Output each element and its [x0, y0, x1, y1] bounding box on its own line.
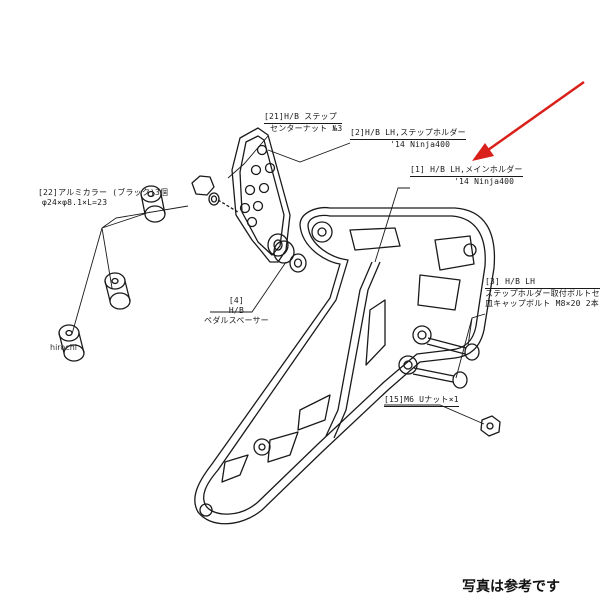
center-nut — [191, 175, 239, 213]
label-step-holder: [2]H/B LH,ステップホルダー '14 Ninja400 — [350, 128, 466, 150]
pedal-spacer — [289, 253, 307, 273]
indicator-arrow — [472, 80, 585, 161]
label-cap-bolt-set: [3] H/B LH ステップホルダー取付ボルトセット 皿キャップボルト M8×… — [485, 277, 600, 309]
label-main-holder-line2: '14 Ninja400 — [454, 177, 515, 186]
u-nut — [480, 415, 501, 437]
label-main-holder-line1: [1] H/B LH,メインホルダー — [410, 165, 523, 177]
step-pivot-bushing — [267, 233, 295, 264]
main-holder-plate — [194, 206, 496, 525]
label-center-nut-line2: センターナット №3 — [270, 124, 343, 133]
label-cap-bolt-set-line3: 皿キャップボルト M8×20 2本 — [485, 299, 599, 308]
label-aluminium-collar-line1: [22]アルミカラー (ブラック)3個 — [38, 188, 169, 197]
label-pedal-spacer: [4] H/B ペダルスペーサー — [204, 296, 269, 326]
label-cap-bolt-set-line1: [3] H/B LH — [485, 277, 600, 289]
label-step-holder-line2: '14 Ninja400 — [390, 140, 451, 149]
label-pedal-spacer-line2: H/B — [228, 306, 244, 315]
cap-bolt-lower — [412, 367, 468, 389]
label-pedal-spacer-line1: [4] — [228, 296, 244, 305]
label-center-nut: [21]H/B ステップ センターナット №3 — [264, 112, 343, 134]
leader-lines — [71, 135, 486, 425]
step-holder — [231, 127, 291, 263]
cap-bolt-upper — [426, 337, 480, 361]
label-step-holder-line1: [2]H/B LH,ステップホルダー — [350, 128, 466, 140]
label-center-nut-line1: [21]H/B ステップ — [264, 112, 343, 124]
label-u-nut: [15]M6 Uナット×1 — [384, 395, 459, 407]
label-aluminium-collar: [22]アルミカラー (ブラック)3個 φ24×φ8.1×L=23 — [38, 188, 168, 208]
watermark: hirochi — [50, 343, 77, 352]
aluminium-collar-middle — [104, 272, 131, 310]
label-cap-bolt-set-line2: ステップホルダー取付ボルトセット — [485, 289, 600, 298]
label-main-holder: [1] H/B LH,メインホルダー '14 Ninja400 — [410, 165, 523, 187]
reference-photo-note: 写真は参考です — [462, 579, 560, 595]
label-pedal-spacer-line3: ペダルスペーサー — [204, 316, 269, 325]
label-u-nut-line1: [15]M6 Uナット×1 — [384, 395, 459, 407]
label-aluminium-collar-line2: φ24×φ8.1×L=23 — [42, 198, 108, 207]
